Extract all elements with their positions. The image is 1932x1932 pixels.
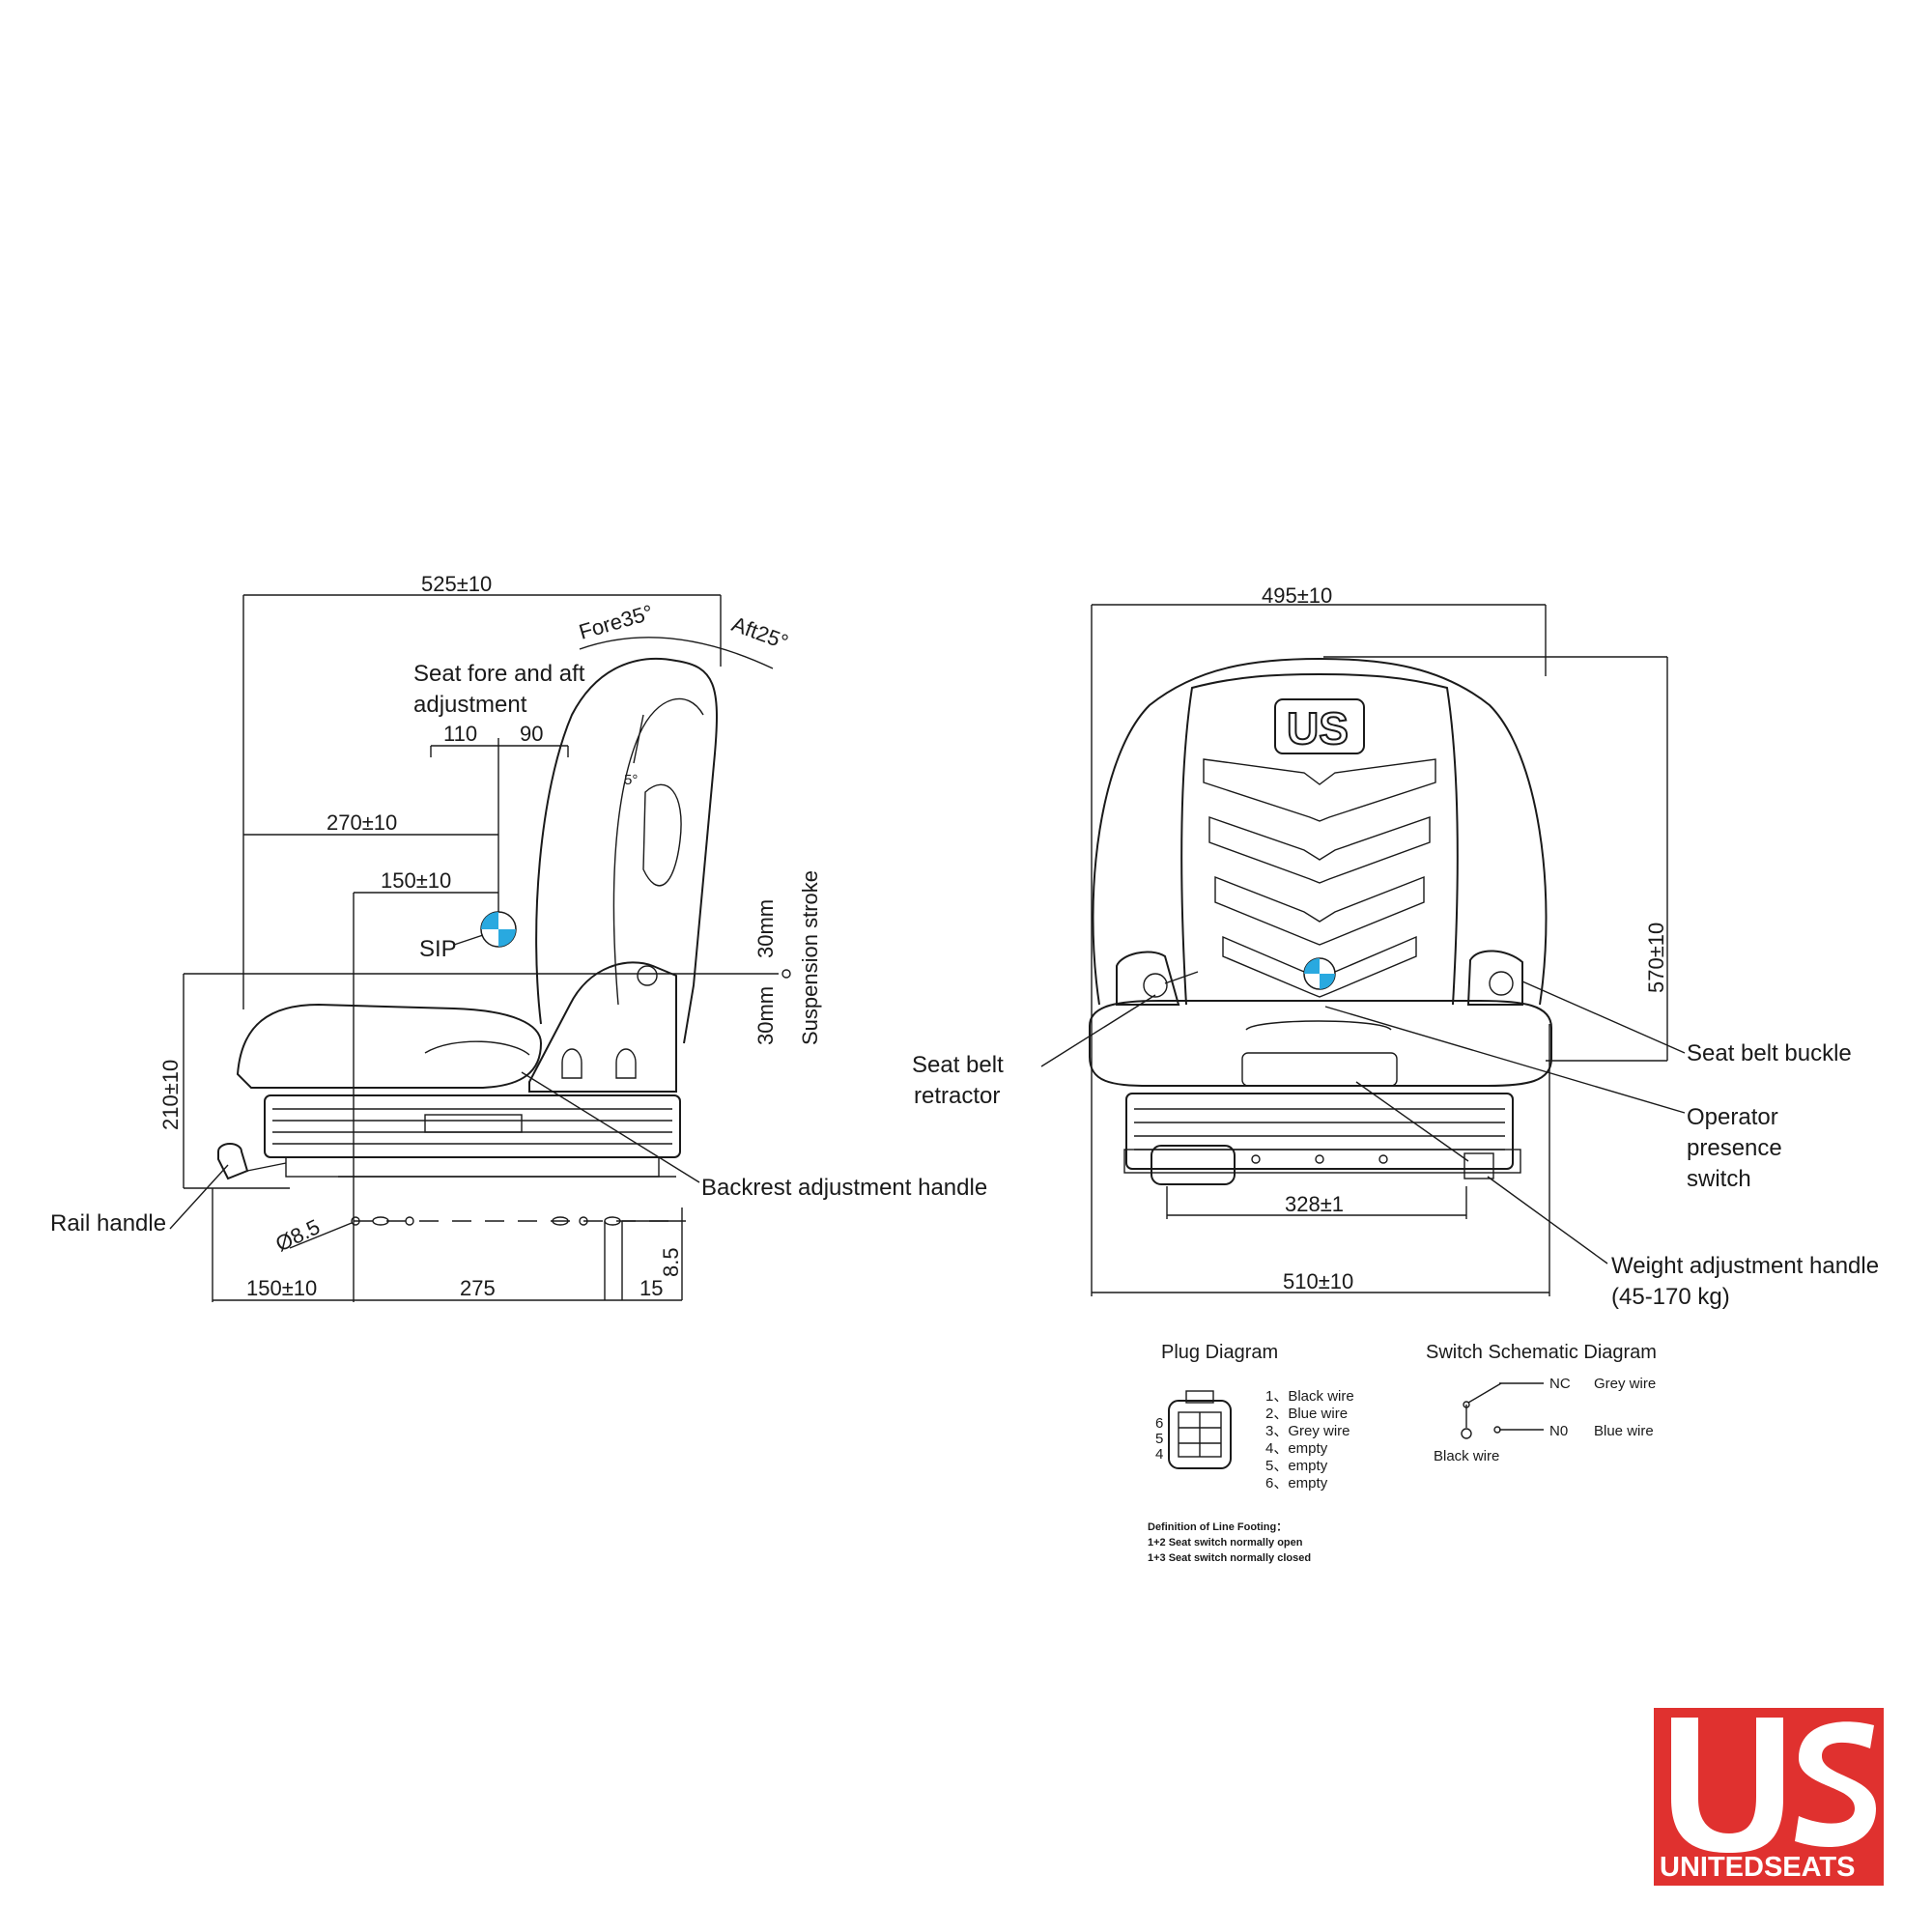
callout-seat-belt-buckle: Seat belt buckle (1687, 1040, 1852, 1066)
front-suspension-base (1125, 1093, 1514, 1170)
unitedseats-logo: UNITEDSEATS (1654, 1708, 1884, 1886)
switch-diagram-title: Switch Schematic Diagram (1426, 1342, 1657, 1363)
plug-pin-6: 6、empty (1265, 1475, 1328, 1492)
dim-suspension-down: 30mm (753, 986, 778, 1045)
dim-front-to-rail: 150±10 (246, 1276, 317, 1300)
dim-hole-diameter: Ø8.5 (271, 1214, 324, 1256)
dim-top-width: 495±10 (1262, 583, 1332, 608)
dim-suspension-up: 30mm (753, 899, 778, 958)
front-backrest-shell (1092, 657, 1548, 1006)
plug-pin-2: 2、Blue wire (1265, 1406, 1348, 1422)
fore-aft-caption-line2: adjustment (413, 692, 527, 718)
switch-common-wire: Black wire (1434, 1448, 1499, 1464)
switch-schematic: Switch Schematic Diagram NC Grey wire N0… (1426, 1342, 1657, 1464)
callout-operator-switch-2: presence (1687, 1135, 1782, 1161)
suspension-stroke-label: Suspension stroke (798, 870, 822, 1045)
dim-mount-spacing: 328±1 (1285, 1192, 1344, 1216)
plug-pin-3: 3、Grey wire (1265, 1423, 1350, 1439)
plug-connector-icon (1168, 1400, 1232, 1469)
footnote-line2: 1+3 Seat switch normally closed (1148, 1552, 1311, 1564)
callout-weight-handle-1: Weight adjustment handle (1611, 1253, 1879, 1279)
dim-seat-height: 210±10 (158, 1060, 183, 1130)
dim-aft-travel: 90 (520, 722, 543, 746)
plug-pin-num-6: 6 (1155, 1415, 1163, 1432)
brand-name: UNITEDSEATS (1660, 1852, 1855, 1883)
operator-presence-switch (1463, 1152, 1494, 1179)
plug-pin-5: 5、empty (1265, 1458, 1328, 1474)
side-backrest: 5° (535, 657, 718, 1044)
side-suspension-base (264, 1094, 681, 1158)
dim-aft-tilt: Aft25° (728, 611, 791, 654)
front-view: 495±10 570±10 US (912, 583, 1879, 1310)
callout-operator-switch-1: Operator (1687, 1104, 1778, 1130)
switch-nc-wire: Grey wire (1594, 1376, 1656, 1392)
dim-rail-spacing: 275 (460, 1276, 496, 1300)
front-backrest-panel (1180, 672, 1459, 1006)
callout-operator-switch-3: switch (1687, 1166, 1751, 1192)
plug-pin-num-5: 5 (1155, 1431, 1163, 1447)
front-cushion (1089, 1000, 1552, 1087)
dim-fore-travel: 110 (443, 722, 477, 746)
dim-backrest-height: 570±10 (1644, 923, 1668, 993)
seat-belt-buckle (1466, 950, 1523, 1006)
callout-weight-handle-2: (45-170 kg) (1611, 1284, 1730, 1310)
callout-seat-belt-retractor-2: retractor (914, 1083, 1000, 1109)
footnote-line1: 1+2 Seat switch normally open (1148, 1537, 1303, 1548)
rail-handle (217, 1143, 249, 1180)
side-view: 525±10 Fore35° Aft25° Seat fore and aft … (50, 572, 987, 1302)
dim-base-width: 510±10 (1283, 1269, 1353, 1293)
dim-sip-offset: 270±10 (327, 810, 397, 835)
dim-rail-end: 15 (639, 1276, 663, 1300)
us-badge-text: US (1287, 703, 1349, 753)
switch-no-wire: Blue wire (1594, 1423, 1654, 1439)
callout-seat-belt-retractor-1: Seat belt (912, 1052, 1004, 1078)
sip-label: SIP (419, 936, 457, 962)
plug-diagram-title: Plug Diagram (1161, 1342, 1278, 1363)
switch-no-label: N0 (1549, 1423, 1568, 1439)
dim-overall-depth: 525±10 (421, 572, 492, 596)
dim-rail-offset: 150±10 (381, 868, 451, 893)
plug-diagram: Plug Diagram 6 5 4 1、Black wire 2、Blue w… (1155, 1342, 1354, 1492)
fore-aft-caption-line1: Seat fore and aft (413, 661, 585, 687)
callout-backrest-handle: Backrest adjustment handle (701, 1175, 987, 1201)
plug-pin-4: 4、empty (1265, 1440, 1328, 1457)
dim-rail-height: 8.5 (659, 1247, 683, 1277)
line-footing-note: Definition of Line Footing： 1+2 Seat swi… (1148, 1521, 1311, 1564)
switch-nc-label: NC (1549, 1376, 1571, 1392)
backrest-hinge-bracket (528, 961, 677, 1093)
plug-pin-num-4: 4 (1155, 1446, 1163, 1463)
us-badge (1274, 698, 1365, 754)
footnote-title: Definition of Line Footing： (1148, 1521, 1287, 1533)
dim-backrest-angle: 5° (624, 772, 638, 788)
side-cushion (236, 1003, 543, 1089)
weight-adjustment-handle (1151, 1145, 1236, 1185)
seat-belt-retractor (1116, 951, 1180, 1006)
plug-pin-1: 1、Black wire (1265, 1388, 1354, 1405)
callout-rail-handle: Rail handle (50, 1210, 166, 1236)
